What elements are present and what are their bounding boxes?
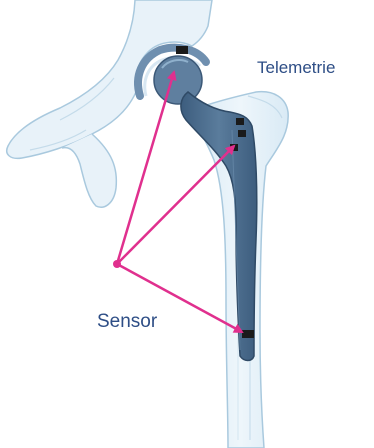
telemetry-label: Telemetrie xyxy=(257,59,335,76)
sensor-label: Sensor xyxy=(97,312,157,331)
sensor-chip-neck-1 xyxy=(236,118,244,125)
sensor-chip-tip xyxy=(242,330,254,338)
sensor-chip-cup xyxy=(176,46,188,54)
sensor-chip-neck-2 xyxy=(238,130,246,137)
